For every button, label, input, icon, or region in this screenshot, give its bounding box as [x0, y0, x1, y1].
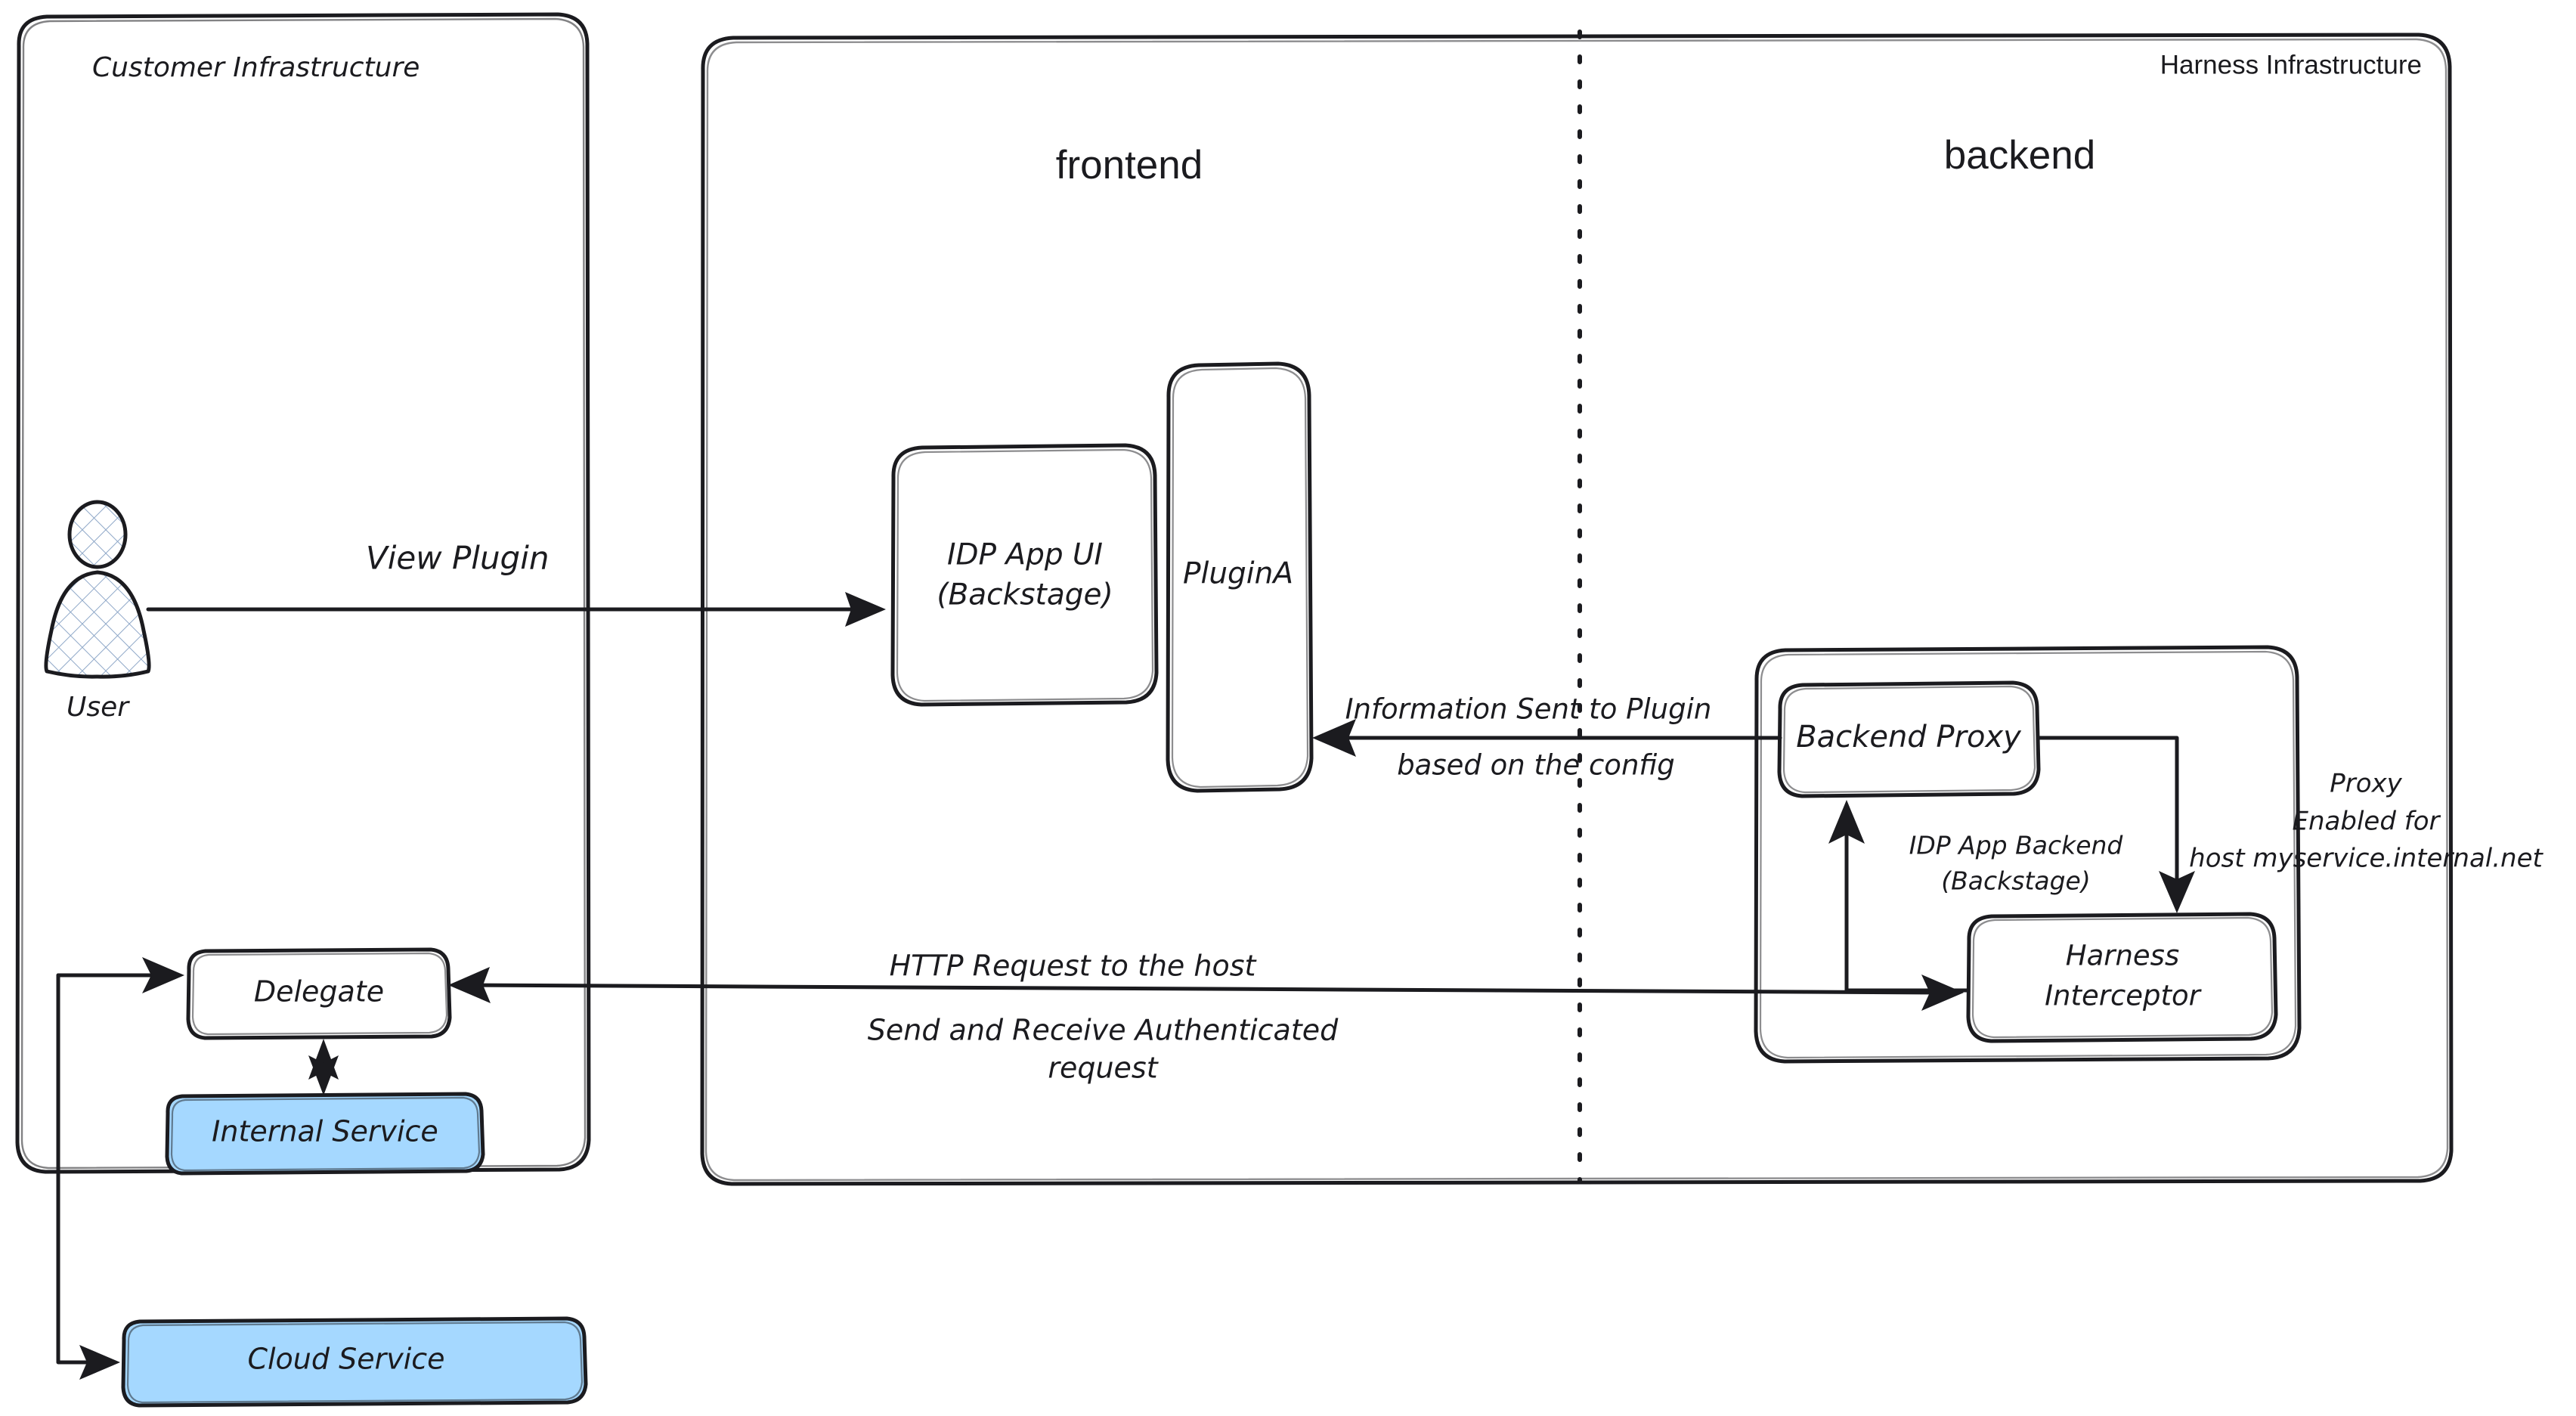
- node-idp-app-ui[interactable]: IDP App UI (Backstage): [890, 443, 1159, 707]
- node-harness-interceptor-label-line1: Harness: [2066, 940, 2179, 972]
- node-plugin-a[interactable]: PluginA: [1166, 361, 1314, 793]
- node-backend-proxy-label: Backend Proxy: [1796, 720, 2022, 754]
- edge-http-request[interactable]: HTTP Request to the host Send and Receiv…: [448, 950, 1964, 1085]
- node-delegate[interactable]: Delegate: [186, 947, 452, 1040]
- edge-label-http-request-line1: HTTP Request to the host: [890, 950, 1258, 983]
- edge-backend-proxy-to-interceptor[interactable]: [2036, 736, 2195, 913]
- annotation-proxy-line1: Proxy: [2330, 769, 2402, 799]
- node-delegate-label: Delegate: [254, 975, 384, 1009]
- node-plugin-a-label: PluginA: [1183, 557, 1293, 591]
- arrowhead-into-cloud-service: [79, 1345, 120, 1380]
- edge-label-info-line1: Information Sent to Plugin: [1345, 693, 1712, 726]
- node-backend-proxy[interactable]: Backend Proxy: [1777, 680, 2041, 798]
- node-idp-app-backend-label-line2: (Backstage): [1941, 866, 2090, 896]
- edge-label-http-request-line3: request: [1048, 1052, 1159, 1085]
- user-actor[interactable]: User: [44, 500, 151, 723]
- node-internal-service[interactable]: Internal Service: [165, 1092, 485, 1176]
- arrowhead-http-request-to-interceptor: [1921, 974, 1964, 1011]
- edge-label-http-request-line2: Send and Receive Authenticated: [868, 1014, 1339, 1047]
- edge-label-info-line2: based on the config: [1397, 749, 1675, 782]
- edge-delegate-internal-service[interactable]: [308, 1039, 339, 1095]
- harness-infrastructure-container[interactable]: Harness Infrastructure: [700, 33, 2454, 1186]
- arrowhead-interceptor-to-proxy: [1828, 800, 1865, 844]
- arrowhead-information-sent-to-plugin: [1312, 719, 1356, 757]
- user-actor-icon: [44, 500, 151, 679]
- customer-infrastructure-label: Customer Infrastructure: [92, 52, 420, 83]
- annotation-proxy-line2: Enabled for: [2293, 807, 2441, 837]
- edge-view-plugin[interactable]: View Plugin: [146, 540, 886, 627]
- annotation-proxy-enabled: Proxy Enabled for host myservice.interna…: [2189, 769, 2543, 874]
- node-idp-app-backend-label-line1: IDP App Backend: [1909, 831, 2124, 860]
- edge-label-view-plugin: View Plugin: [366, 540, 550, 577]
- arrowhead-internal-service-down: [308, 1055, 339, 1095]
- node-cloud-service-label: Cloud Service: [247, 1343, 444, 1376]
- arrowhead-into-delegate: [142, 957, 184, 993]
- node-harness-interceptor[interactable]: Harness Interceptor: [1966, 912, 2278, 1043]
- user-actor-label: User: [67, 692, 130, 723]
- node-idp-app-backend-group[interactable]: IDP App Backend (Backstage): [1754, 645, 2302, 1064]
- edge-delegate-cloud-service-bus[interactable]: [56, 957, 184, 1380]
- harness-infrastructure-label: Harness Infrastructure: [2160, 50, 2422, 79]
- node-internal-service-label: Internal Service: [212, 1115, 438, 1148]
- node-harness-interceptor-label-line2: Interceptor: [2045, 980, 2203, 1012]
- customer-infrastructure-container[interactable]: Customer Infrastructure: [15, 12, 591, 1174]
- node-cloud-service[interactable]: Cloud Service: [121, 1316, 588, 1408]
- node-idp-app-ui-label-line2: (Backstage): [937, 578, 1113, 612]
- arrowhead-view-plugin: [845, 592, 886, 627]
- zone-title-frontend: frontend: [1056, 143, 1203, 187]
- zone-title-backend: backend: [1944, 133, 2095, 178]
- arrowhead-http-request-to-delegate: [448, 967, 491, 1003]
- annotation-proxy-line3: host myservice.internal.net: [2189, 844, 2543, 874]
- arrowhead-proxy-to-interceptor: [2159, 871, 2195, 913]
- edge-information-sent-to-plugin[interactable]: Information Sent to Plugin based on the …: [1312, 693, 1782, 782]
- node-idp-app-ui-label-line1: IDP App UI: [947, 538, 1103, 572]
